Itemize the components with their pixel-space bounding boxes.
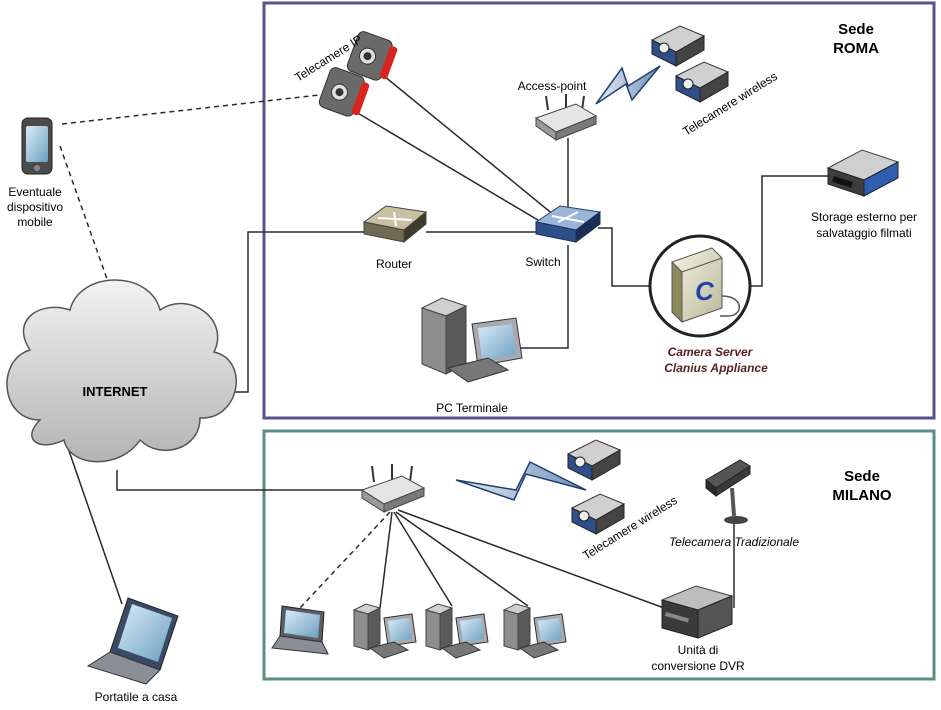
link-switch-server [598,227,660,287]
link-router-pc3 [395,511,529,607]
desktop-pc-icon [352,603,417,659]
storage-icon [826,149,900,197]
link-internet-laptop [67,447,123,605]
switch-label: Switch [525,255,560,269]
link-mobile-ipcam [61,93,329,125]
dvr-label-2: conversione DVR [651,659,745,673]
link-ipcam2-switch [355,111,549,227]
pc-terminal-icon [420,297,523,383]
ip-camera-icon [318,67,370,117]
link-internet-router-milano [116,470,364,491]
link-ipcam1-switch [383,75,561,221]
site-roma-box [262,1,936,420]
laptop-home-label: Portatile a casa [95,690,178,704]
dvr-unit-icon [660,585,734,639]
site-milano-box [262,429,936,681]
connections [67,75,830,609]
site-milano-title-city: MILANO [832,487,891,504]
laptop-milano-icon [271,605,329,655]
site-milano-title: Sede [844,468,880,485]
mobile-label-1: Eventuale [8,185,62,199]
link-internet-router-roma [234,231,366,393]
traditional-camera-label: Telecamera Tradizionale [669,535,799,549]
internet-label: INTERNET [83,384,148,399]
link-router-laptop-milano [299,511,391,609]
router-label: Router [376,257,412,271]
internet-cloud-icon [6,279,237,463]
storage-label-2: salvataggio filmati [816,226,911,240]
link-router-pc1 [379,511,393,609]
pc-terminal-label: PC Terminale [436,401,508,415]
camera-server-label-2: Clanius Appliance [664,361,768,375]
mobile-label-2: dispositivo [7,200,63,214]
access-point-label: Access-point [518,79,587,93]
site-roma-title: Sede [838,21,874,38]
link-server-storage [742,175,830,287]
storage-label-1: Storage esterno per [811,210,917,224]
dvr-label-1: Unità di [678,643,719,657]
wireless-camera-icon [650,25,706,67]
desktop-pc-icon [502,603,567,659]
router-icon [362,205,428,244]
server-logo-letter: C [695,276,715,306]
desktop-pc-icon [424,603,489,659]
ip-camera-icon [346,31,398,81]
link-router-pc2 [393,511,453,607]
router-milano-icon [360,464,426,513]
camera-server-icon: C [648,234,752,338]
wireless-camera-icon [674,61,730,103]
laptop-home-icon [86,597,179,685]
wireless-camera-icon [566,439,622,481]
camera-server-label-1: Camera Server [668,345,754,359]
wireless-signal-icon [595,65,661,105]
wireless-camera-icon [570,493,626,535]
link-switch-pc [520,245,569,349]
mobile-label-3: mobile [17,215,53,229]
traditional-camera-icon [705,459,751,524]
link-router-dvr [397,509,665,609]
mobile-phone-icon [21,117,53,175]
access-point-icon [534,94,598,141]
site-roma-title-city: ROMA [833,40,879,57]
switch-icon [534,205,602,243]
wireless-signal-icon [455,460,587,501]
